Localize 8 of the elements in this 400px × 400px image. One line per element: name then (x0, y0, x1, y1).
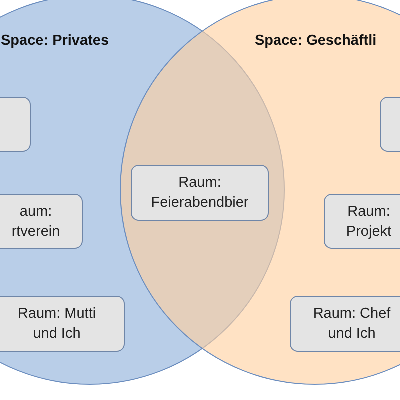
room-box: Raum: Feierabendbier (131, 165, 269, 221)
room-box: Raum: Projekt (324, 194, 400, 249)
circle-title: Space: Geschäftli (255, 33, 377, 49)
room-box: aum: rtverein (0, 194, 83, 249)
circle-title: Space: Privates (1, 33, 110, 49)
room-box: Raum: Mutti und Ich (0, 296, 125, 352)
room-box (0, 97, 31, 152)
room-box: Raum: Chef und Ich (290, 296, 400, 352)
